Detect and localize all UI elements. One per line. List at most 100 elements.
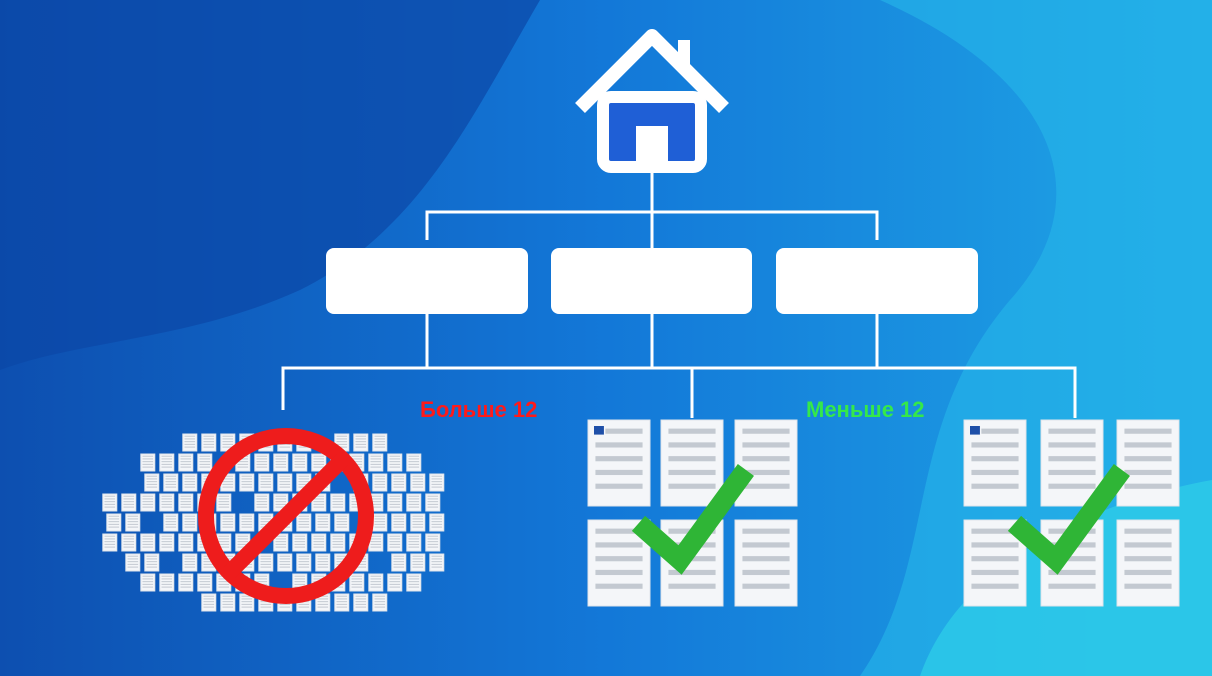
page-document-icon — [182, 433, 198, 452]
page-document-icon — [387, 533, 403, 552]
page-document-icon — [159, 453, 175, 472]
prohibited-icon — [198, 428, 374, 604]
page-document-icon — [391, 513, 407, 532]
page-document-icon — [163, 513, 179, 532]
page-document-icon — [144, 553, 160, 572]
background-blob — [0, 0, 540, 370]
page-document-icon — [277, 553, 293, 572]
page-document-icon — [406, 453, 422, 472]
page-document-icon — [410, 553, 426, 572]
page-group-right — [963, 419, 1180, 607]
page-document-icon — [315, 513, 331, 532]
page-document-icon — [349, 573, 365, 592]
page-document-icon — [387, 493, 403, 512]
page-document-icon — [334, 593, 350, 612]
label-less-than-12: Меньше 12 — [806, 397, 925, 422]
page-document-icon — [425, 493, 441, 512]
page-document-icon — [315, 593, 331, 612]
page-document-icon — [258, 553, 274, 572]
page-document-icon — [406, 493, 422, 512]
page-document-icon — [277, 473, 293, 492]
label-more-than-12: Больше 12 — [420, 397, 538, 422]
page-document-icon — [391, 473, 407, 492]
page-document-icon — [125, 513, 141, 532]
page-document-icon — [201, 593, 217, 612]
page-document-icon — [159, 533, 175, 552]
page-document-icon — [102, 533, 118, 552]
page-document-icon — [1116, 419, 1180, 507]
home-icon — [575, 29, 729, 173]
page-document-icon — [140, 453, 156, 472]
page-document-icon — [734, 419, 798, 507]
page-document-icon — [178, 493, 194, 512]
page-document-icon — [429, 513, 445, 532]
page-document-icon — [368, 453, 384, 472]
page-document-icon — [239, 513, 255, 532]
page-document-icon — [159, 573, 175, 592]
page-document-icon — [140, 573, 156, 592]
page-document-icon — [429, 473, 445, 492]
page-document-icon — [406, 573, 422, 592]
page-document-icon — [292, 533, 308, 552]
page-document-icon — [311, 453, 327, 472]
page-document-icon — [197, 453, 213, 472]
category-box — [551, 248, 752, 314]
checkmark-icon — [1007, 464, 1130, 575]
page-document-icon — [1116, 519, 1180, 607]
page-document-icon — [429, 553, 445, 572]
page-document-icon — [163, 473, 179, 492]
page-document-icon — [273, 533, 289, 552]
page-document-icon — [102, 493, 118, 512]
page-document-icon — [1040, 419, 1104, 507]
page-document-icon — [140, 533, 156, 552]
page-document-icon — [144, 473, 160, 492]
page-document-icon — [334, 513, 350, 532]
page-document-icon — [372, 513, 388, 532]
page-document-icon — [368, 533, 384, 552]
page-document-icon — [963, 419, 1027, 507]
page-document-icon — [296, 513, 312, 532]
page-document-icon — [410, 473, 426, 492]
page-document-icon — [292, 453, 308, 472]
page-document-icon — [330, 493, 346, 512]
page-document-icon — [178, 573, 194, 592]
page-document-icon — [273, 453, 289, 472]
page-document-icon — [353, 433, 369, 452]
checkmark-icon — [631, 464, 754, 575]
page-document-icon — [372, 593, 388, 612]
page-group-left — [587, 419, 798, 607]
page-document-icon — [220, 513, 236, 532]
page-document-icon — [330, 533, 346, 552]
page-document-icon — [368, 573, 384, 592]
page-document-icon — [125, 553, 141, 572]
page-document-icon — [182, 553, 198, 572]
page-document-icon — [178, 453, 194, 472]
page-document-icon — [254, 453, 270, 472]
page-document-icon — [182, 473, 198, 492]
page-document-icon — [311, 533, 327, 552]
category-box — [776, 248, 978, 314]
page-document-icon — [315, 553, 331, 572]
page-document-icon — [106, 513, 122, 532]
page-document-icon — [353, 593, 369, 612]
page-document-icon — [159, 493, 175, 512]
page-document-icon — [311, 493, 327, 512]
page-document-icon — [258, 473, 274, 492]
page-document-icon — [372, 473, 388, 492]
page-document-icon — [140, 493, 156, 512]
page-document-icon — [216, 493, 232, 512]
page-document-icon — [121, 533, 137, 552]
page-document-icon — [387, 453, 403, 472]
page-document-icon — [239, 473, 255, 492]
page-document-icon — [197, 573, 213, 592]
page-document-icon — [239, 593, 255, 612]
page-document-icon — [220, 593, 236, 612]
page-document-icon — [296, 553, 312, 572]
page-document-icon — [660, 419, 724, 507]
page-document-icon — [182, 513, 198, 532]
page-document-icon — [372, 433, 388, 452]
page-document-icon — [410, 513, 426, 532]
page-document-icon — [391, 553, 407, 572]
page-document-icon — [387, 573, 403, 592]
